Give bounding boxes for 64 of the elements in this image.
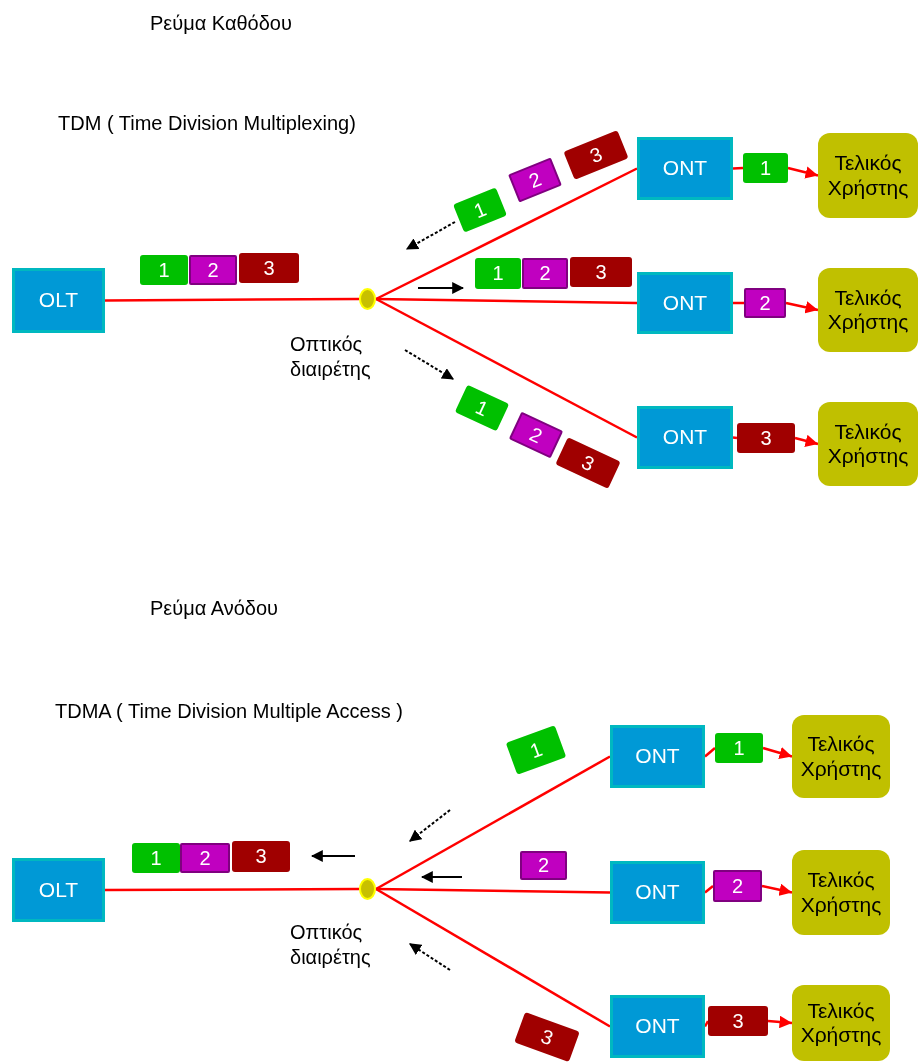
- data-packet: 2: [522, 258, 568, 289]
- data-packet: 2: [744, 288, 786, 318]
- data-packet: 1: [715, 733, 763, 763]
- data-packet: 3: [239, 253, 299, 283]
- data-packet: 3: [555, 437, 621, 489]
- fiber-line: [375, 297, 638, 305]
- fiber-line: [105, 297, 359, 302]
- end-user-box: Τελικός Χρήστης: [818, 133, 918, 218]
- end-user-box: Τελικός Χρήστης: [792, 715, 890, 798]
- data-packet: 1: [132, 843, 180, 873]
- fiber-line: [761, 883, 793, 896]
- fiber-line: [787, 166, 819, 179]
- end-user-box: Τελικός Χρήστης: [818, 402, 918, 486]
- data-packet: 3: [737, 423, 795, 453]
- end-user-box: Τελικός Χρήστης: [792, 850, 890, 935]
- network-terminal-box: OLT: [12, 268, 105, 333]
- network-terminal-box: ONT: [610, 995, 705, 1058]
- network-terminal-box: ONT: [637, 406, 733, 469]
- data-packet: 3: [514, 1012, 580, 1062]
- heading: TDMA ( Time Division Multiple Access ): [55, 700, 403, 723]
- splitter-label: Οπτικός διαιρέτης: [290, 332, 372, 382]
- data-packet: 2: [189, 255, 237, 285]
- network-terminal-box: ONT: [610, 861, 705, 924]
- network-terminal-box: ONT: [637, 137, 733, 200]
- data-packet: 3: [570, 257, 632, 287]
- fiber-line: [762, 746, 793, 759]
- data-packet: 1: [453, 187, 507, 233]
- data-packet: 3: [232, 841, 290, 872]
- fiber-line: [704, 747, 716, 758]
- data-packet: 1: [475, 258, 521, 289]
- end-user-box: Τελικός Χρήστης: [818, 268, 918, 352]
- end-user-box: Τελικός Χρήστης: [792, 985, 890, 1061]
- network-terminal-box: OLT: [12, 858, 105, 922]
- data-packet: 1: [743, 153, 788, 183]
- fiber-line: [375, 887, 611, 1028]
- data-packet: 2: [508, 157, 562, 203]
- fiber-line: [767, 1015, 793, 1029]
- fiber-line: [375, 297, 638, 439]
- fiber-line: [794, 434, 819, 447]
- data-packet: 2: [520, 851, 567, 880]
- fiber-line: [732, 166, 744, 170]
- optical-splitter: [359, 288, 376, 310]
- fiber-line: [375, 167, 638, 301]
- data-packet: 2: [713, 870, 762, 902]
- network-terminal-box: ONT: [610, 725, 705, 788]
- heading: TDM ( Time Division Multiplexing): [58, 112, 356, 135]
- heading: Ρεύμα Ανόδου: [150, 597, 279, 620]
- data-packet: 1: [505, 725, 567, 775]
- heading: Ρεύμα Καθόδου: [150, 12, 292, 35]
- fiber-line: [376, 887, 610, 894]
- network-terminal-box: ONT: [637, 272, 733, 334]
- fiber-line: [785, 301, 819, 314]
- data-packet: 2: [180, 843, 230, 873]
- fiber-line: [375, 755, 611, 891]
- splitter-label: Οπτικός διαιρέτης: [290, 920, 372, 970]
- data-packet: 3: [708, 1006, 768, 1036]
- fiber-line: [704, 885, 714, 894]
- optical-splitter: [359, 878, 376, 900]
- data-packet: 2: [508, 411, 564, 459]
- data-packet: 1: [140, 255, 188, 285]
- data-packet: 1: [454, 384, 510, 432]
- data-packet: 3: [563, 130, 629, 180]
- fiber-line: [732, 436, 738, 440]
- fiber-line: [105, 887, 359, 892]
